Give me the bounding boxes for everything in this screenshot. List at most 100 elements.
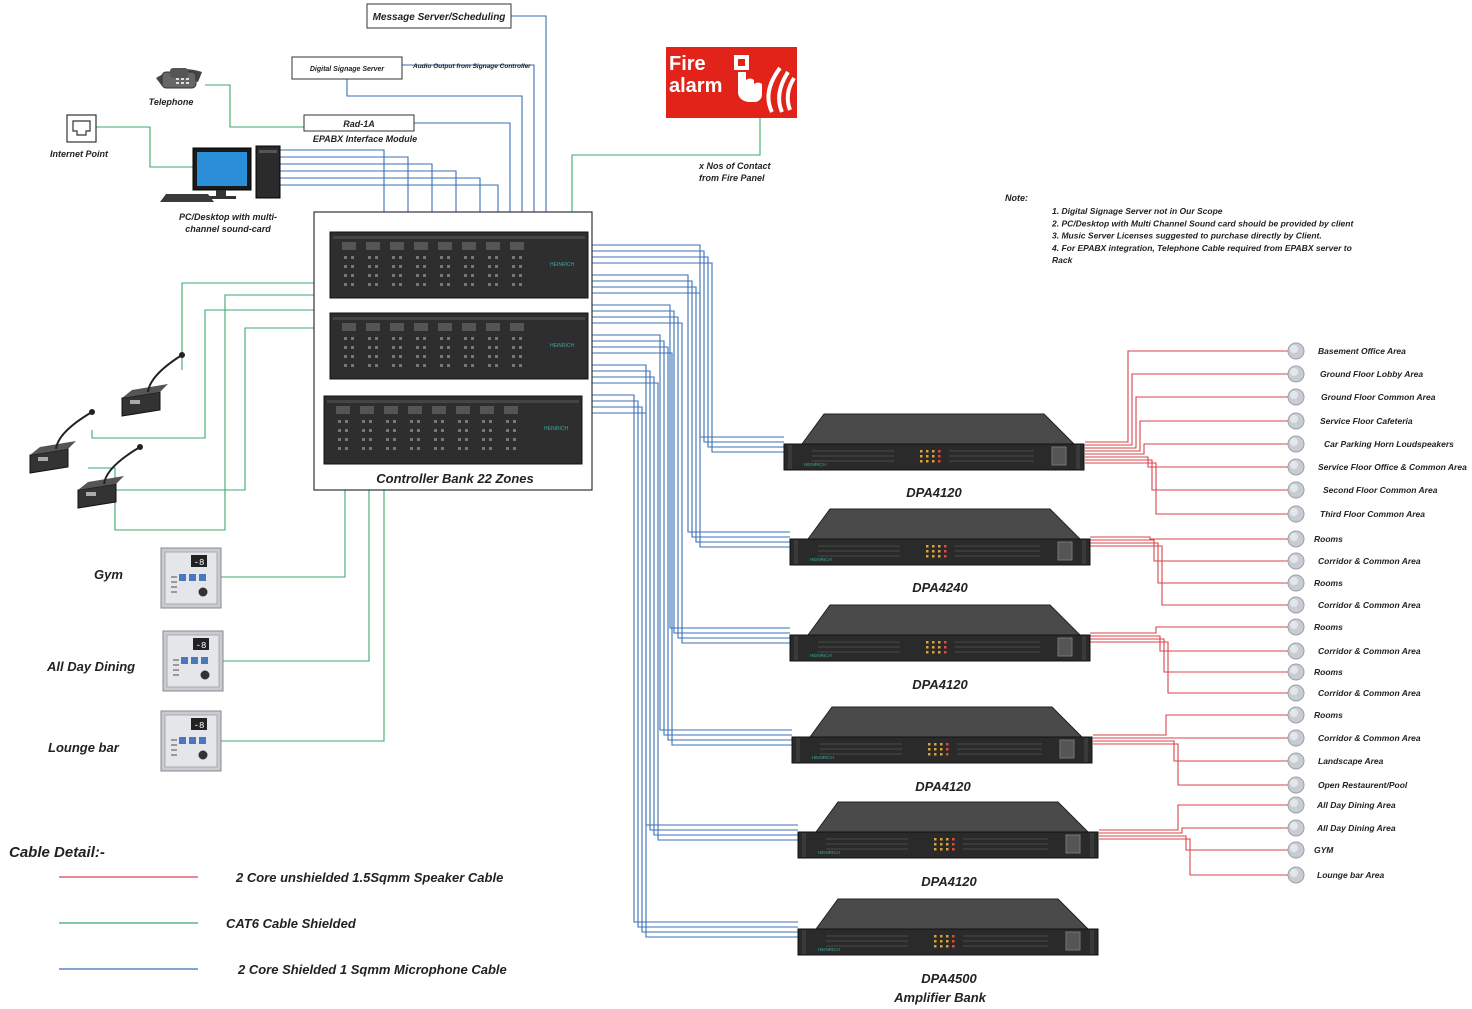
fire-alarm-sign: Fire alarm	[666, 47, 797, 118]
amplifier-unit: HEINRICH	[791, 706, 1093, 764]
speaker-cable	[1099, 838, 1288, 876]
mic-cable	[280, 170, 457, 231]
speaker-icon	[1287, 552, 1305, 570]
paging-microphone-icon	[121, 352, 185, 417]
controller-unit: HEINRICH	[323, 395, 583, 465]
speaker-icon	[1287, 388, 1305, 406]
speaker-icon	[1287, 663, 1305, 681]
speaker-cable	[1090, 641, 1288, 694]
amplifier-brand: HEINRICH	[812, 755, 834, 760]
speaker-cable	[1085, 443, 1288, 455]
controller-unit: HEINRICH	[329, 231, 589, 299]
speaker-cable	[1085, 373, 1288, 446]
amplifier-model-label: DPA4120	[915, 779, 971, 794]
mic-cable	[280, 156, 409, 231]
paging-microphone-icon	[77, 444, 143, 509]
zone-label: Car Parking Horn Loudspeakers	[1324, 439, 1454, 449]
mic-cable	[346, 79, 523, 231]
speaker-cable	[1090, 626, 1288, 634]
speaker-cable	[1085, 350, 1288, 443]
speaker-icon	[1287, 342, 1305, 360]
mic-cable	[590, 412, 798, 938]
speaker-icon	[1287, 596, 1305, 614]
zone-label: Rooms	[1314, 622, 1343, 632]
controller-title: Controller Bank 22 Zones	[376, 471, 533, 486]
fire-contact-line2: from Fire Panel	[699, 173, 765, 183]
cat6-cable	[110, 327, 330, 491]
mic-cable	[590, 256, 784, 448]
speaker-icon	[1287, 684, 1305, 702]
mic-cable	[590, 406, 798, 933]
fire-call-point-icon	[734, 55, 762, 102]
note-title: Note:	[1005, 193, 1028, 203]
speaker-cable	[1090, 545, 1288, 606]
flame-icon	[766, 66, 796, 113]
zone-label: GYM	[1314, 845, 1334, 855]
zone-control-panel: -8	[160, 547, 222, 609]
speaker-icon	[1287, 365, 1305, 383]
message-server-label: Message Server/Scheduling	[373, 12, 506, 23]
cat6-cable	[571, 118, 761, 231]
zone-label: Rooms	[1314, 534, 1343, 544]
speaker-cable	[1090, 539, 1288, 562]
mic-cable	[280, 163, 433, 231]
mic-cable	[590, 382, 798, 841]
telephone-label: Telephone	[149, 97, 194, 107]
cable-layer	[88, 15, 1288, 938]
cat6-cable	[221, 490, 385, 742]
amplifier-bank: HEINRICHDPA4120HEINRICHDPA4240HEINRICHDP…	[783, 413, 1099, 986]
zone-label: Ground Floor Common Area	[1321, 392, 1436, 402]
speaker-cable	[1099, 827, 1288, 834]
mic-cable	[511, 15, 547, 231]
mic-cable	[590, 280, 790, 538]
zone-label: All Day Dining Area	[1316, 823, 1396, 833]
cat6-cable	[221, 490, 346, 578]
speaker-cable	[1093, 714, 1288, 736]
mic-cable	[590, 400, 798, 928]
zone-label: Rooms	[1314, 578, 1343, 588]
legend-label: 2 Core unshielded 1.5Sqmm Speaker Cable	[235, 870, 503, 885]
pc-label-line1: PC/Desktop with multi-	[179, 212, 277, 222]
note-item: 3. Music Server Licenses suggested to pu…	[1052, 231, 1322, 241]
mic-cable	[590, 310, 790, 634]
amplifier-brand: HEINRICH	[810, 653, 832, 658]
zone-label: Rooms	[1314, 667, 1343, 677]
speaker-icon	[1287, 752, 1305, 770]
amplifier-model-label: DPA4120	[921, 874, 977, 889]
cat6-cable	[205, 84, 304, 128]
controller-brand: HEINRICH	[550, 262, 575, 268]
amplifier-unit: HEINRICH	[789, 604, 1091, 662]
mic-cable	[590, 340, 792, 736]
speaker-cable	[1099, 804, 1288, 831]
controller-unit: HEINRICH	[329, 312, 589, 380]
amplifier-model-label: DPA4500	[921, 971, 977, 986]
mic-cable	[590, 304, 790, 629]
amplifier-unit: HEINRICH	[797, 898, 1099, 956]
signage-server-box: Digital Signage Server	[291, 56, 403, 80]
zone-control-panel: -8	[162, 630, 224, 692]
fire-alarm-text-1: Fire	[669, 53, 706, 75]
zone-label: Open Restaurent/Pool	[1318, 780, 1408, 790]
mic-cable	[590, 394, 798, 923]
speaker-cable	[1093, 743, 1288, 786]
speaker-cable	[1090, 536, 1288, 540]
legend-label: 2 Core Shielded 1 Sqmm Microphone Cable	[237, 962, 507, 977]
panel-display: -8	[196, 641, 207, 651]
note-item: 2. PC/Desktop with Multi Channel Sound c…	[1051, 218, 1354, 228]
paging-microphones	[29, 352, 185, 509]
fire-alarm-text-2: alarm	[669, 75, 722, 97]
controller-brand: HEINRICH	[544, 426, 569, 432]
speaker-icon	[1287, 729, 1305, 747]
mic-cable	[590, 322, 790, 644]
zone-label: Corridor & Common Area	[1318, 688, 1421, 698]
speaker-icon	[1287, 458, 1305, 476]
speaker-icon	[1287, 642, 1305, 660]
speaker-icon	[1287, 618, 1305, 636]
amplifier-model-label: DPA4120	[912, 677, 968, 692]
speaker-icon	[1287, 796, 1305, 814]
zone-label: Corridor & Common Area	[1318, 733, 1421, 743]
rad-module-box: Rad-1A	[303, 114, 415, 132]
mic-cable	[590, 346, 792, 741]
zone-label: Basement Office Area	[1318, 346, 1406, 356]
